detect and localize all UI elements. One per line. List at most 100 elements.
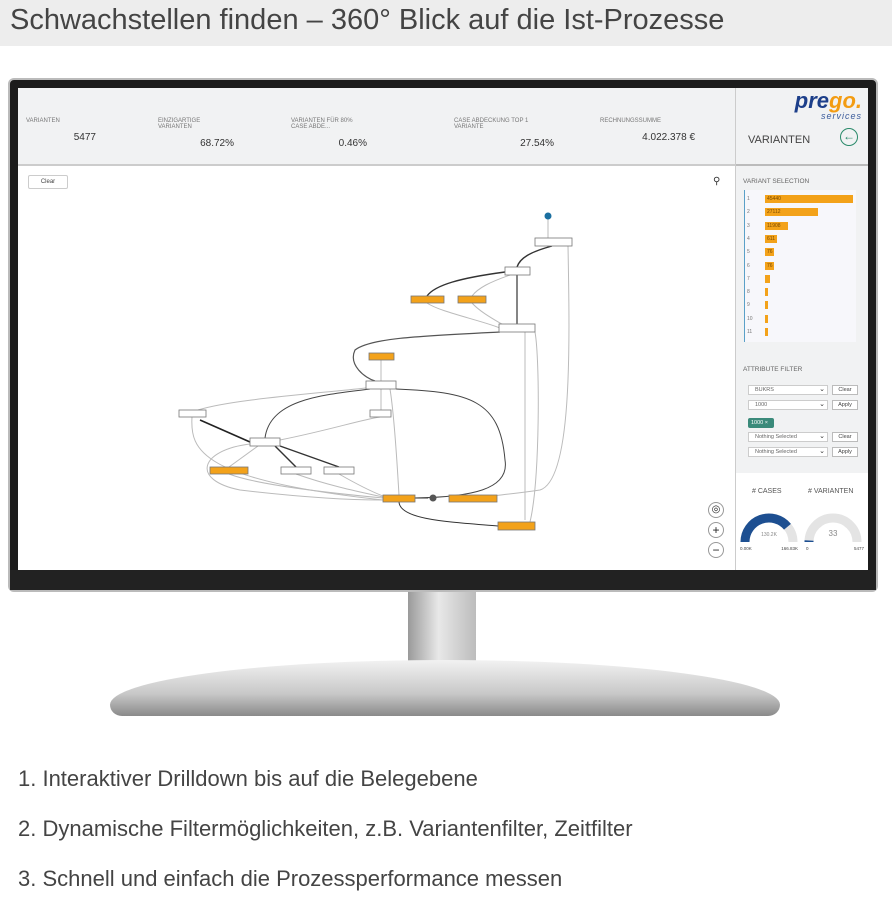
activity-node-highlighted[interactable] (368, 352, 395, 361)
apply-button[interactable]: Apply (832, 400, 858, 410)
variant-row[interactable]: 11 (745, 327, 857, 337)
clear-button[interactable]: Clear (832, 385, 858, 395)
monitor-chin (10, 570, 876, 590)
kpi-value: 68.72% (200, 138, 234, 149)
attribute-select[interactable]: BUKRS ⌄ (748, 385, 828, 395)
edge (352, 331, 501, 382)
activity-node[interactable] (280, 466, 312, 475)
arrow-left-circle-icon[interactable]: ← (840, 128, 858, 146)
variant-bar[interactable]: 76 (765, 261, 774, 270)
activity-node[interactable] (369, 409, 392, 418)
gauge-variants-min: 0 (806, 546, 809, 551)
edge (471, 302, 506, 327)
variant-row[interactable]: 6 76 (745, 261, 857, 271)
variant-bar[interactable]: 27112 (765, 208, 818, 217)
select-value: Nothing Selected (755, 434, 797, 440)
variant-bar[interactable] (765, 314, 768, 323)
edge (529, 331, 539, 523)
activity-node-highlighted[interactable] (382, 494, 416, 503)
clear-button-2[interactable]: Clear (832, 432, 858, 442)
gauge-label-variants: # Varianten (808, 488, 854, 495)
edge (279, 445, 340, 468)
variant-bar[interactable] (765, 328, 768, 336)
activity-node[interactable] (498, 323, 536, 333)
activity-node[interactable] (504, 266, 531, 276)
variant-bar[interactable]: 11908 (765, 221, 789, 230)
kpi-rechnungssumme: Rechnungssumme4.022.378 € (600, 118, 695, 143)
edge (295, 473, 384, 498)
variant-row[interactable]: 4 611 (745, 234, 857, 244)
edge (264, 388, 371, 439)
target-icon[interactable]: ◎ (708, 502, 724, 518)
variant-rank: 7 (747, 275, 750, 282)
attribute-select-2[interactable]: Nothing Selected ⌄ (748, 432, 828, 442)
edge (398, 501, 499, 527)
apply-button-2[interactable]: Apply (832, 447, 858, 457)
magnifier-icon[interactable]: ⚲ (713, 176, 721, 187)
chevron-down-icon: ⌄ (819, 386, 825, 393)
variant-bar[interactable]: 611 (765, 234, 777, 243)
gauge-label-cases: # Cases (752, 488, 782, 495)
filter-chip[interactable]: 1000 × (748, 418, 774, 428)
kpi-value: 4.022.378 € (642, 132, 695, 143)
variant-rank: 11 (747, 329, 753, 335)
activity-node-highlighted[interactable] (497, 521, 536, 531)
value-select[interactable]: 1000 ⌄ (748, 400, 828, 410)
activity-node[interactable] (365, 380, 397, 390)
value-select-2[interactable]: Nothing Selected⌄ (748, 447, 828, 457)
activity-node[interactable] (534, 237, 573, 247)
chevron-down-icon: ⌄ (819, 401, 825, 408)
gauge-cases-min: 0.00K (740, 546, 752, 551)
clear-button[interactable]: Clear (28, 175, 68, 189)
gauge-variants-max: 5477 (854, 546, 865, 551)
variant-bar[interactable] (765, 301, 768, 310)
monitor-stand-neck (408, 592, 476, 670)
edge (274, 445, 297, 468)
select-value: BUKRS (755, 387, 774, 393)
activity-node[interactable] (323, 466, 355, 475)
activity-node[interactable] (249, 437, 281, 447)
variant-row[interactable]: 9 (745, 300, 857, 310)
variant-row[interactable]: 8 (745, 287, 857, 297)
zoom-out-button[interactable]: − (708, 542, 724, 558)
variant-selection-label: Variant Selection (743, 178, 810, 185)
variant-row[interactable]: 7 (745, 274, 857, 284)
panel-title: VARIANTEN (748, 134, 811, 146)
kpi-varianten: Varianten5477 (26, 118, 96, 143)
activity-node[interactable] (178, 409, 207, 418)
activity-node-highlighted[interactable] (410, 295, 445, 304)
variant-bar[interactable]: 45440 (765, 195, 853, 203)
variant-panel: prego.services VARIANTEN ← Variant Selec… (735, 88, 868, 570)
prego-logo: prego.services (794, 88, 862, 121)
activity-node-highlighted[interactable] (457, 295, 487, 304)
variant-bar[interactable]: 76 (765, 248, 774, 257)
end-node (429, 494, 437, 502)
select-value: 1000 (755, 402, 768, 408)
variant-row[interactable]: 1 45440 (745, 194, 857, 204)
zoom-in-button[interactable]: + (708, 522, 724, 538)
variant-rank: 4 (747, 235, 750, 242)
variant-row[interactable]: 10 (745, 314, 857, 324)
variant-rank: 6 (747, 262, 750, 269)
gauge-variants-track (804, 513, 862, 543)
variant-rank: 1 (747, 196, 750, 202)
bullet-1: 1. Interaktiver Drilldown bis auf die Be… (18, 766, 478, 791)
start-node (544, 212, 552, 220)
variant-bar[interactable] (765, 288, 768, 297)
kpi-value: 0.46% (338, 138, 367, 149)
variant-rank: 10 (747, 315, 753, 322)
activity-node-highlighted[interactable] (448, 494, 498, 503)
activity-node-highlighted[interactable] (209, 466, 249, 475)
edge (426, 271, 506, 297)
gauge-cases-fill (740, 513, 791, 543)
edge (279, 416, 381, 441)
process-graph[interactable]: Clear ⚲ ◎ + − (18, 168, 735, 570)
chevron-down-icon: ⌄ (819, 433, 825, 440)
kpi-einzigartige: Einzigartige Varianten68.72% (158, 118, 234, 149)
variant-bar[interactable] (765, 274, 771, 283)
bullet-3: 3. Schnell und einfach die Prozessperfor… (18, 866, 563, 891)
